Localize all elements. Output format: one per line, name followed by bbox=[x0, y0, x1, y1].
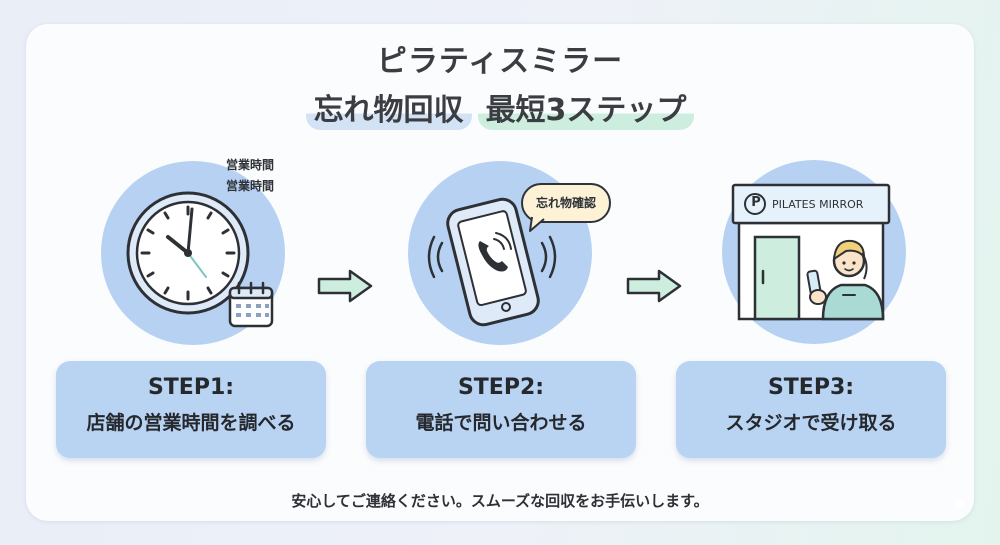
bubble-tail bbox=[529, 216, 545, 232]
subtitle-part-2: 最短3ステップ bbox=[477, 93, 695, 130]
page-title: ピラティスミラー bbox=[376, 44, 624, 79]
step2-card: STEP2: 電話で問い合わせる bbox=[366, 361, 636, 458]
studio-staff-icon bbox=[731, 183, 891, 321]
arrow-right-icon bbox=[626, 269, 682, 303]
smartphone-call-icon bbox=[427, 197, 557, 327]
page-subtitle: 忘れ物回収最短3ステップ bbox=[0, 85, 1000, 130]
step3-label: STEP3: bbox=[767, 375, 855, 400]
clock-calendar-icon bbox=[126, 191, 274, 328]
business-hours-line-2: 営業時間 bbox=[226, 179, 275, 193]
business-hours-label: 営業時間 営業時間 bbox=[226, 155, 274, 197]
sparkle-icon: ✦ bbox=[950, 493, 969, 518]
step1-label: STEP1: bbox=[147, 375, 235, 400]
calendar-icon bbox=[228, 281, 274, 328]
step2-label: STEP2: bbox=[457, 375, 545, 400]
pilates-logo: P bbox=[751, 195, 761, 210]
studio-sign-text: PILATES MIRROR bbox=[772, 198, 864, 211]
step1-text: 店舗の営業時間を調べる bbox=[86, 412, 296, 434]
arrow-right-icon bbox=[317, 269, 373, 303]
business-hours-line-1: 営業時間 bbox=[226, 158, 275, 172]
footer-note: 安心してご連絡ください。スムーズな回収をお手伝いします。 bbox=[291, 492, 709, 510]
subtitle-part-1: 忘れ物回収 bbox=[305, 93, 472, 130]
step3-card: STEP3: スタジオで受け取る bbox=[676, 361, 946, 458]
step2-text: 電話で問い合わせる bbox=[415, 412, 587, 434]
step3-text: スタジオで受け取る bbox=[725, 412, 897, 434]
lost-item-check-bubble: 忘れ物確認 bbox=[521, 183, 611, 223]
step1-card: STEP1: 店舗の営業時間を調べる bbox=[56, 361, 326, 458]
